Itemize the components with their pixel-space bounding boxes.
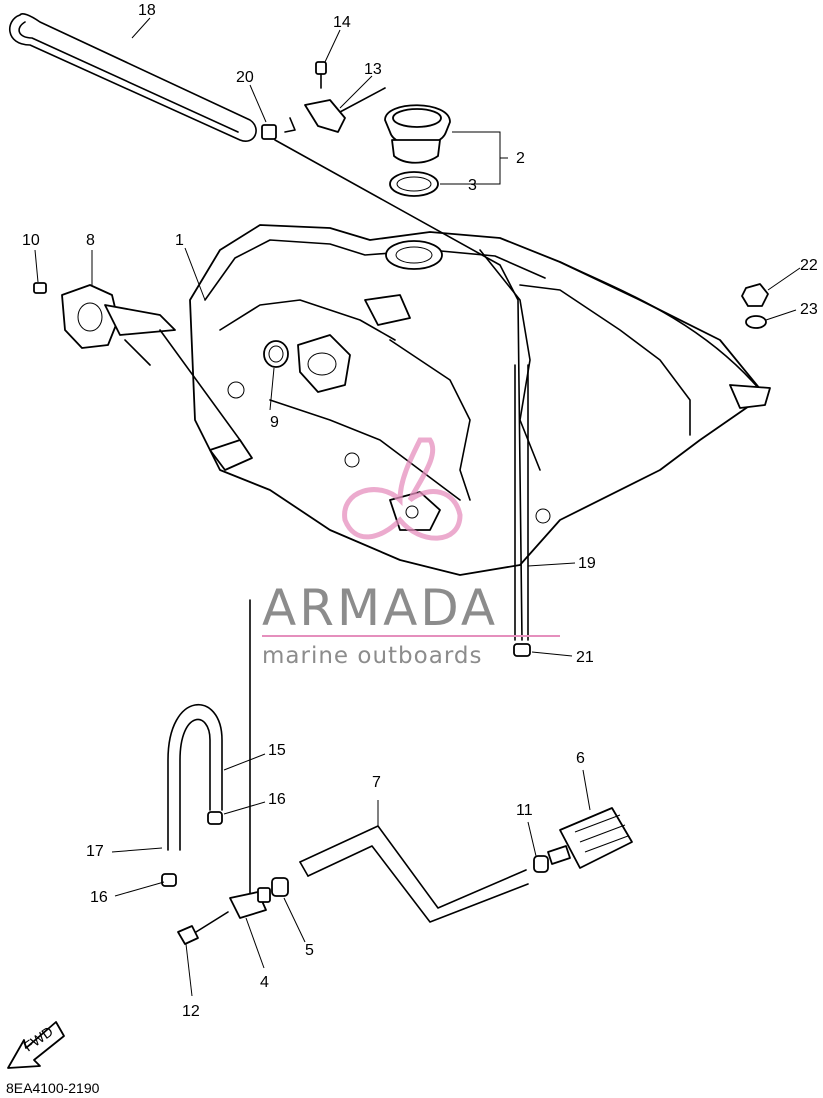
fuel-filter-part [547,807,633,869]
watermark: ARMADA marine outboards [262,437,560,669]
callout-14: 14 [333,14,351,31]
callout-20: 20 [236,69,254,86]
callout-12: 12 [182,1003,200,1020]
callout-7: 7 [372,774,381,791]
sender-gasket-part [263,340,289,368]
callout-8: 8 [86,232,95,249]
washer-part [745,315,767,329]
callout-9: 9 [270,414,279,431]
callout-labels: 18 14 13 20 2 3 10 8 1 22 23 9 19 21 15 … [22,2,818,1020]
watermark-tagline: marine outboards [262,643,482,669]
callout-18: 18 [138,2,156,19]
callout-10: 10 [22,232,40,249]
callout-1: 1 [175,232,184,249]
callout-21: 21 [576,649,594,666]
callout-17: 17 [86,843,104,860]
breather-fitting-part [261,61,386,140]
vent-hose-part [8,13,257,142]
tube-clip-part [513,643,531,657]
callout-22: 22 [800,257,818,274]
leader-lines [34,17,801,997]
callout-6: 6 [576,750,585,767]
cock-bolt-part [177,911,229,945]
callout-15: 15 [268,742,286,759]
forward-arrow-icon: FWD [7,1021,65,1069]
fuel-hose-part [167,599,251,901]
callout-2: 2 [516,150,525,167]
watermark-brand: ARMADA [262,579,498,637]
callout-11: 11 [516,802,533,819]
fuel-cock-part [229,887,271,919]
fuel-sender-part [61,284,253,471]
callout-16-lower: 16 [90,889,108,906]
vent-tube-part [274,139,529,641]
callout-16-upper: 16 [268,791,286,808]
drawing-code: 8EA4100-2190 [6,1080,100,1096]
callout-13: 13 [364,61,382,78]
fuel-pipe-part [299,825,529,923]
sender-screw-part [33,282,47,294]
nut-part [741,283,769,307]
fuel-tank-part [189,224,771,576]
callout-19: 19 [578,555,596,572]
callout-23: 23 [800,301,818,318]
cap-gasket-part [389,171,439,197]
callout-4: 4 [260,974,269,991]
pipe-clip-part [533,855,549,873]
fuel-cap-part [384,104,451,164]
callout-3: 3 [468,177,477,194]
joint-part [271,877,289,897]
callout-5: 5 [305,942,314,959]
hose-clip-part [161,811,223,887]
